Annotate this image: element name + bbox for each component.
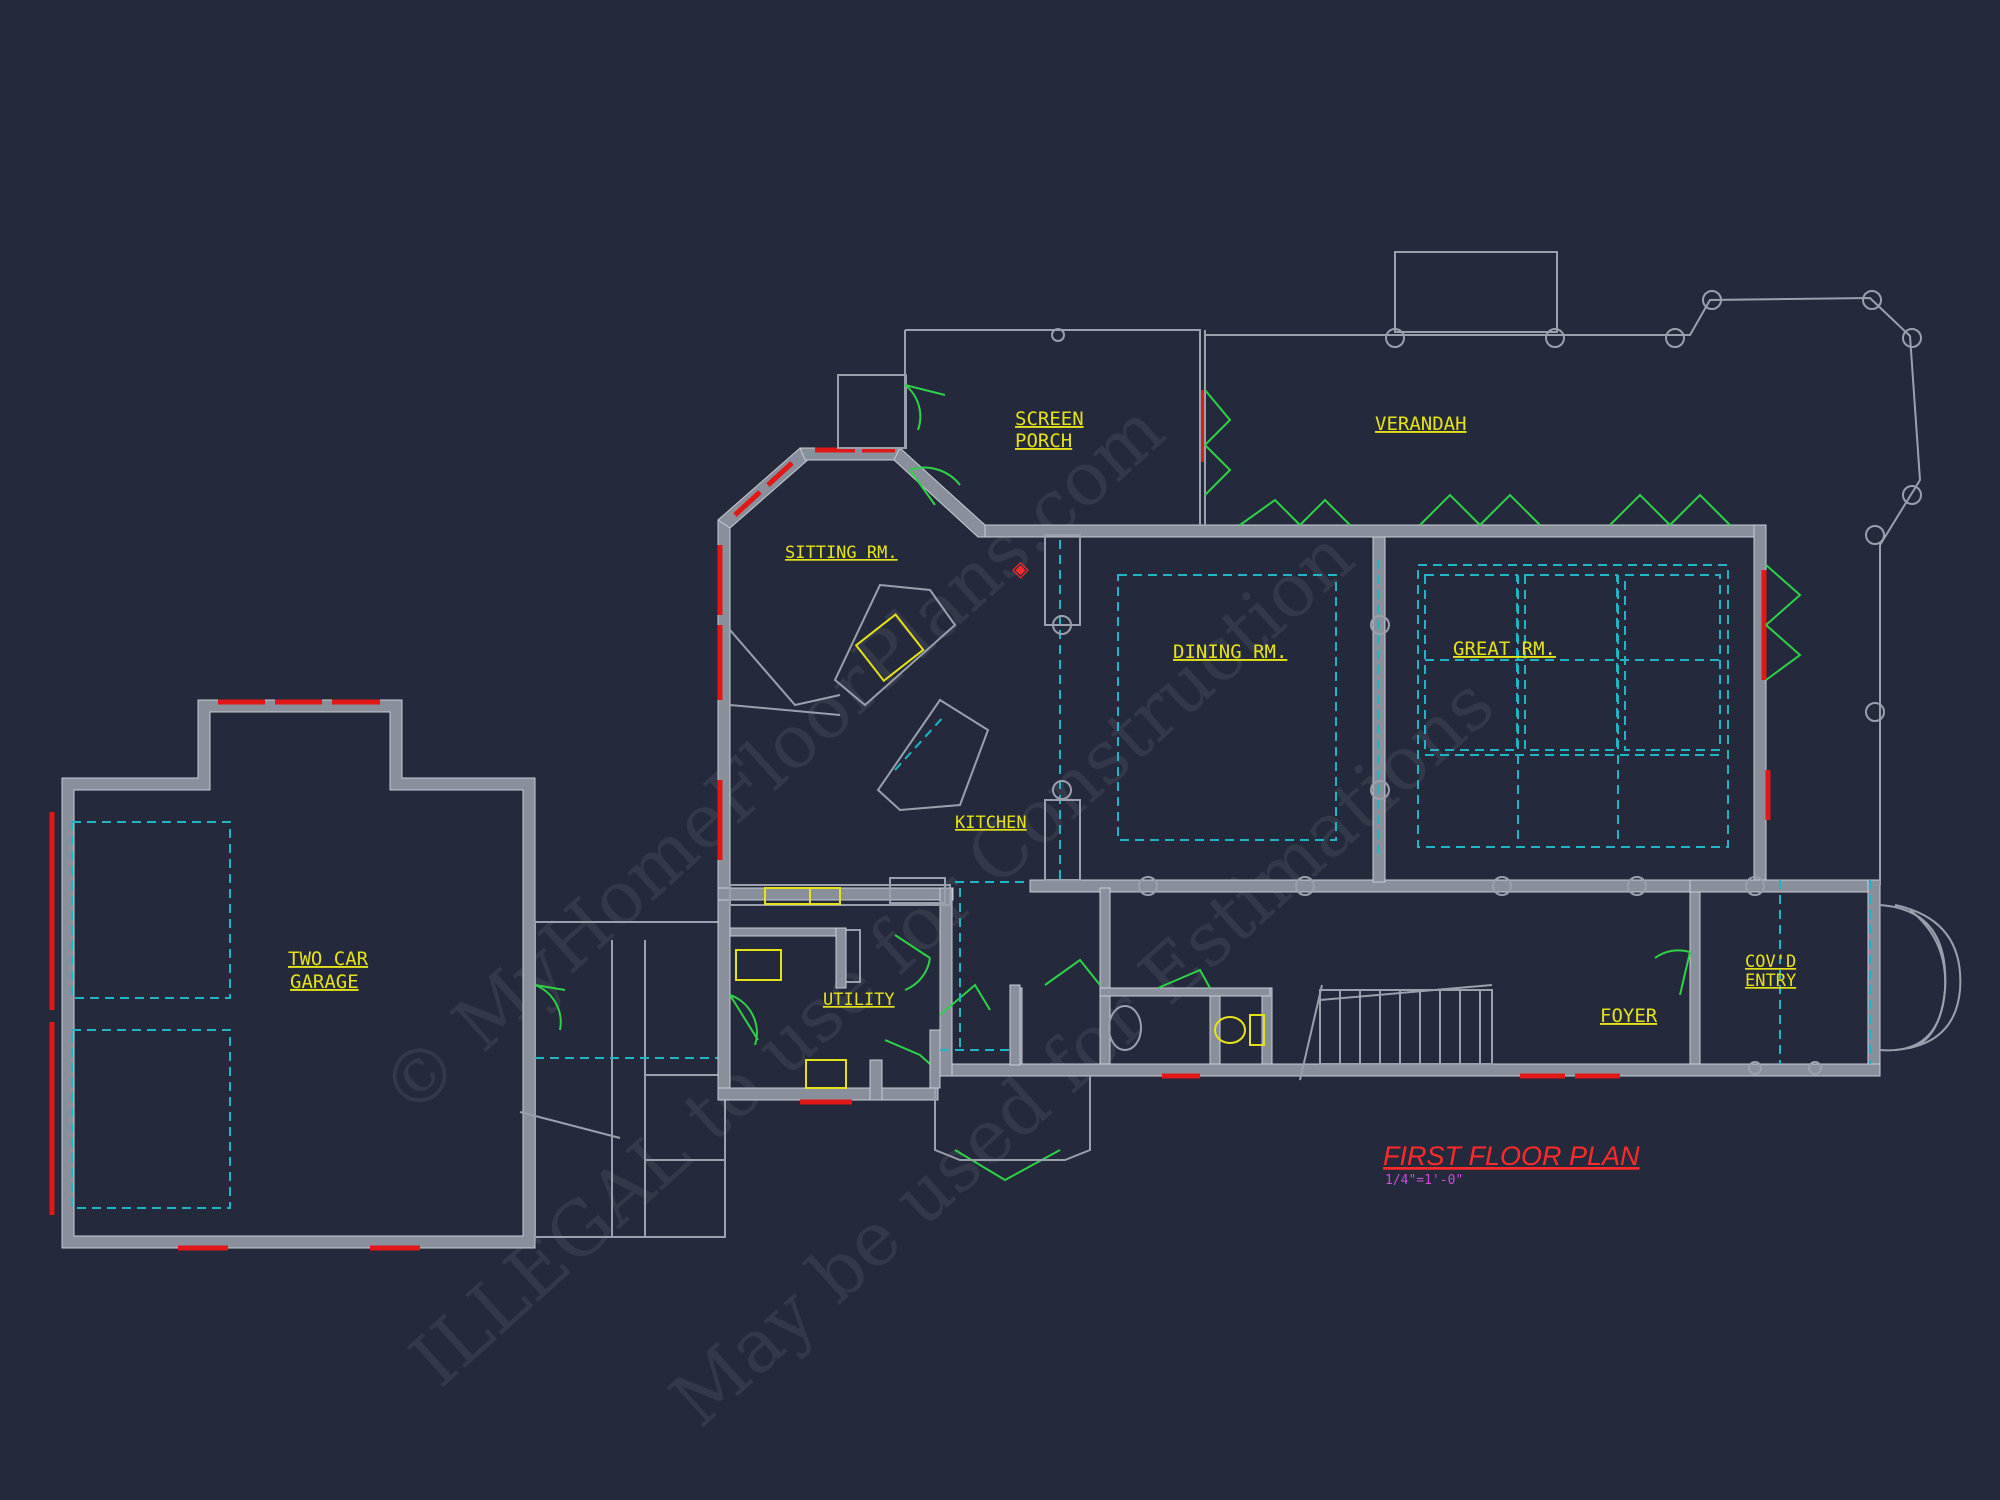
windows: [717, 390, 1771, 1105]
label-screen-porch-1: SCREEN: [1015, 408, 1084, 430]
garage: [49, 699, 566, 1251]
utility-partitions: [729, 880, 1871, 1101]
label-sitting-room: SITTING RM.: [785, 543, 898, 563]
kitchen-fixtures: ◈: [729, 557, 1265, 1089]
label-dining-room: DINING RM.: [1173, 641, 1287, 663]
label-kitchen: KITCHEN: [955, 813, 1027, 833]
label-verandah: VERANDAH: [1375, 413, 1467, 435]
breezeway: [519, 921, 726, 1238]
label-foyer: FOYER: [1600, 1005, 1658, 1027]
label-garage-2: GARAGE: [290, 971, 359, 993]
label-screen-porch-2: PORCH: [1015, 430, 1072, 452]
watermark: © MyHomeFloorPlans.com ILLEGAL to use fo…: [364, 387, 1510, 1444]
ceiling-lines: [955, 540, 1729, 883]
label-garage-1: TWO CAR: [288, 948, 369, 970]
label-entry-1: COV'D: [1745, 952, 1796, 972]
plan-title: FIRST FLOOR PLAN: [1383, 1141, 1640, 1171]
house-walls: [717, 447, 1881, 1101]
doors: [729, 384, 1802, 1182]
alarm-symbol: ◈: [1012, 557, 1029, 582]
label-great-room: GREAT RM.: [1453, 638, 1556, 660]
room-labels: TWO CAR GARAGE SCREEN PORCH VERANDAH SIT…: [288, 408, 1796, 1027]
label-utility: UTILITY: [823, 990, 895, 1010]
porch-verandah: [837, 251, 1962, 1052]
rear-bay: [934, 1076, 1091, 1161]
label-entry-2: ENTRY: [1745, 971, 1796, 991]
columns: [1044, 534, 1822, 1075]
plan-scale: 1/4"=1'-0": [1385, 1173, 1463, 1188]
stairs: [1299, 984, 1493, 1081]
title-block: FIRST FLOOR PLAN 1/4"=1'-0": [1383, 1141, 1640, 1188]
